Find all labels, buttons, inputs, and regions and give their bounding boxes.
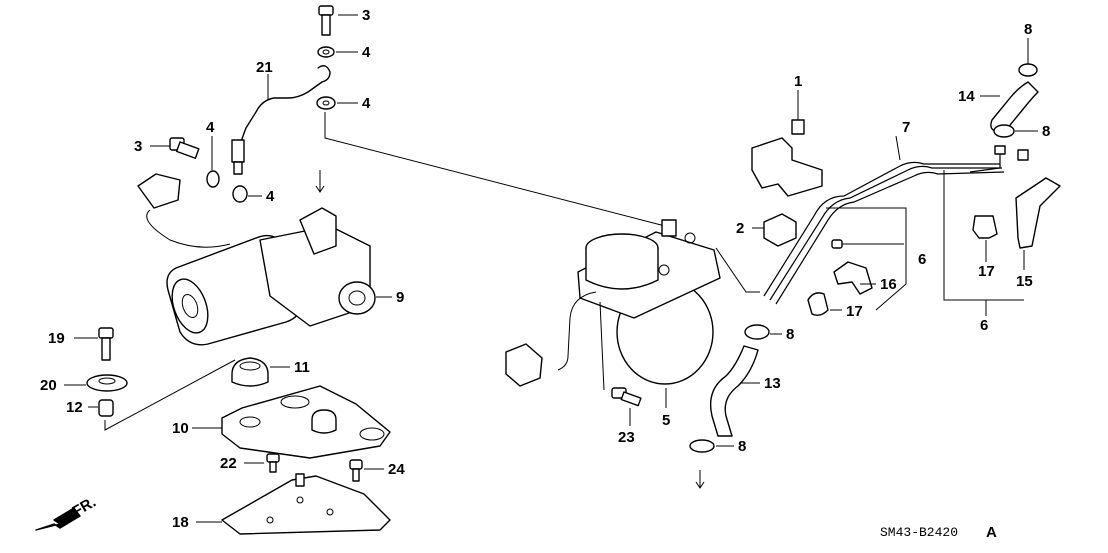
washer-20 <box>64 374 128 392</box>
callout-1: 1 <box>794 73 802 90</box>
modulator-accumulator-5 <box>505 219 760 489</box>
callout-13: 13 <box>764 375 781 392</box>
clamp-16 <box>833 261 876 295</box>
pipe-bracket-1 <box>751 90 823 197</box>
hose-13 <box>709 345 760 437</box>
callout-17-center: 17 <box>846 303 863 320</box>
clamp-8-right <box>993 124 1038 138</box>
clamp-8-bottom <box>689 439 734 453</box>
washer-4-d <box>232 185 262 203</box>
callout-11: 11 <box>294 359 310 376</box>
callout-8-mid: 8 <box>786 326 794 343</box>
clamp-8-top <box>1018 38 1038 77</box>
diagram-code: SM43-B2420 <box>880 525 958 540</box>
bracket-10 <box>192 385 391 459</box>
hose-21 <box>231 65 331 175</box>
collar-12 <box>88 399 114 417</box>
callout-14: 14 <box>958 88 975 105</box>
callout-9: 9 <box>396 289 404 306</box>
clamp-8-mid <box>744 324 782 340</box>
bolt-24 <box>349 459 384 482</box>
bolt-3-top <box>318 5 358 36</box>
callout-10: 10 <box>172 420 189 437</box>
bolt-23 <box>611 387 642 426</box>
callout-2: 2 <box>736 220 744 237</box>
callout-6-right: 6 <box>980 317 988 334</box>
callout-7: 7 <box>902 119 910 136</box>
pump-motor-9 <box>137 170 392 346</box>
bolt-22 <box>244 453 280 473</box>
callout-3-left: 3 <box>134 138 142 155</box>
bracket-15 <box>1015 177 1061 270</box>
washer-4-b <box>316 96 358 110</box>
callout-8-top: 8 <box>1024 21 1032 38</box>
mount-11 <box>231 357 290 387</box>
callout-4-c: 4 <box>206 119 215 136</box>
callout-3-top: 3 <box>362 7 370 24</box>
leader-hose-to-modulator <box>324 112 666 227</box>
washer-4-c <box>206 136 220 188</box>
callout-24: 24 <box>388 461 405 478</box>
diagram-revision: A <box>986 524 997 541</box>
grommet-17-right <box>972 215 998 262</box>
callout-20: 20 <box>40 377 57 394</box>
callout-17-right: 17 <box>978 263 995 280</box>
callout-12: 12 <box>66 399 83 416</box>
callout-18: 18 <box>172 514 189 531</box>
bracket-lines-6-right <box>943 170 1024 316</box>
bolt-3-left <box>150 137 200 159</box>
callout-16: 16 <box>880 276 897 293</box>
plate-18 <box>196 473 391 535</box>
callout-5: 5 <box>662 412 670 429</box>
callout-15: 15 <box>1016 273 1033 290</box>
callout-19: 19 <box>48 330 65 347</box>
callout-21: 21 <box>256 59 273 76</box>
leader-12-to-11 <box>104 359 236 431</box>
sensor-2 <box>752 213 797 247</box>
bolt-19 <box>74 327 114 361</box>
callout-8-right: 8 <box>1042 123 1050 140</box>
front-direction-arrow: FR. <box>35 494 99 531</box>
washer-4-a <box>317 46 358 58</box>
callout-22: 22 <box>220 455 237 472</box>
callout-6-center: 6 <box>918 251 926 268</box>
grommet-17-center <box>807 292 842 317</box>
callout-4-d: 4 <box>266 188 275 205</box>
callout-8-bottom: 8 <box>738 438 746 455</box>
hose-14 <box>980 81 1039 133</box>
callout-23: 23 <box>618 429 635 446</box>
bracket-lines-6 <box>826 207 907 311</box>
callout-4-a: 4 <box>362 44 371 61</box>
callout-4-b: 4 <box>362 95 371 112</box>
bolt-pipe-bracket <box>831 239 904 249</box>
pipe-7 <box>763 135 1029 305</box>
